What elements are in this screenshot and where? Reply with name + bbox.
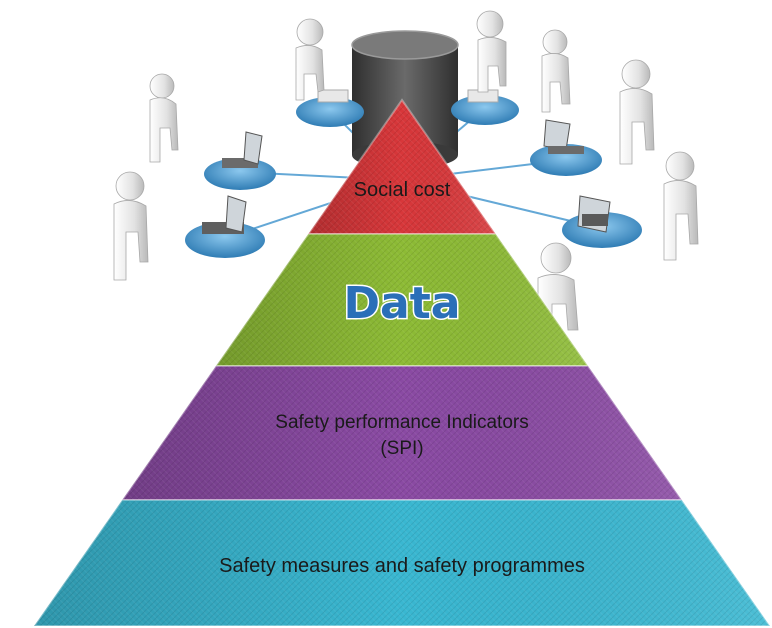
tier-spi-label-line-2: (SPI) xyxy=(380,438,423,459)
tier-safety-measures-texture xyxy=(34,500,770,626)
person-figure-4 xyxy=(476,10,507,93)
tier-social-cost: Social cost xyxy=(306,98,498,235)
tier-spi: Safety performance Indicators (SPI) xyxy=(120,365,684,501)
laptop-node-4 xyxy=(451,89,519,125)
tier-spi-label-line-1: Safety performance Indicators xyxy=(275,412,528,433)
tier-data-texture xyxy=(215,234,589,366)
laptop-node-5 xyxy=(530,119,602,176)
tier-safety-measures: Safety measures and safety programmes xyxy=(32,499,772,627)
tier-social-cost-texture xyxy=(308,100,496,234)
person-figure-3 xyxy=(113,171,149,281)
laptop-node-2 xyxy=(185,195,265,258)
person-figure-1 xyxy=(295,18,325,101)
tier-safety-measures-edge xyxy=(32,499,772,627)
laptop-node-6 xyxy=(562,195,642,248)
laptop-node-3 xyxy=(296,89,364,127)
laptop-node-1 xyxy=(204,131,276,190)
person-figure-2 xyxy=(149,73,179,163)
tier-safety-measures-label: Safety measures and safety programmes xyxy=(219,555,585,577)
tier-data: Data xyxy=(213,233,591,367)
person-figure-5 xyxy=(541,29,571,113)
person-figure-7 xyxy=(663,151,699,261)
tier-data-label: Data xyxy=(344,278,461,329)
person-figure-6 xyxy=(619,59,655,165)
tier-social-cost-label: Social cost xyxy=(354,179,451,201)
tier-spi-texture xyxy=(122,366,682,500)
